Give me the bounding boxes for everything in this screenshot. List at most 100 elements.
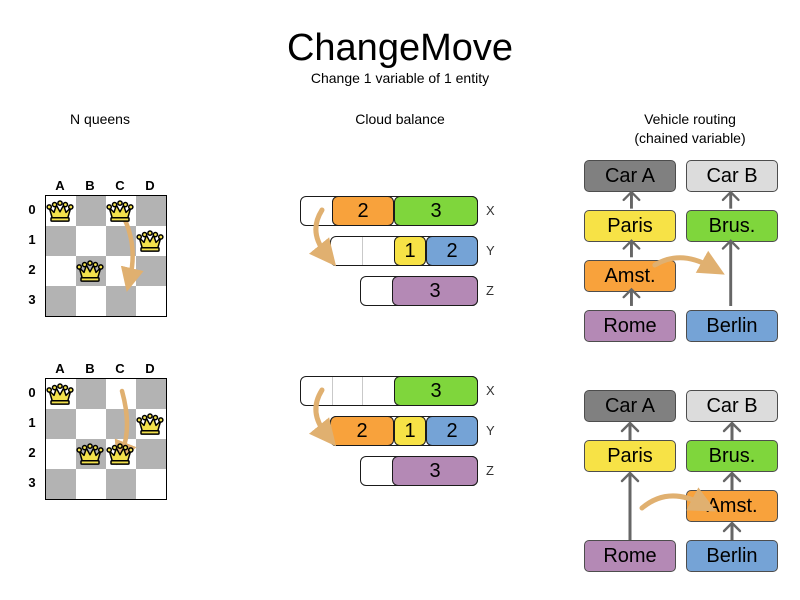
board-cell[interactable] [106, 379, 136, 409]
board-cell[interactable] [46, 439, 76, 469]
cloud-process-block[interactable]: 1 [394, 236, 426, 266]
vrp-node-label: Brus. [708, 445, 756, 467]
cloud-process-block[interactable]: 3 [392, 456, 478, 486]
vrp-node[interactable]: Car B [686, 160, 778, 192]
vrp-node-label: Car A [604, 395, 656, 417]
board-rank-label-1: 1 [28, 232, 36, 247]
vrp-heading-line1: Vehicle routing [644, 111, 736, 127]
board-cell[interactable] [106, 226, 136, 256]
vrp-node[interactable]: Rome [584, 540, 676, 572]
board-cell[interactable] [106, 256, 136, 286]
board-cell[interactable] [136, 439, 166, 469]
cloud-bar-divider [362, 237, 363, 265]
board-cell[interactable] [106, 286, 136, 316]
vrp-node[interactable]: Car B [686, 390, 778, 422]
board-cell[interactable] [136, 469, 166, 499]
board-cell[interactable] [46, 469, 76, 499]
board-rank-label-2: 2 [28, 262, 36, 277]
cloud-process-value: 2 [446, 420, 458, 442]
cloud-process-block[interactable]: 3 [392, 276, 478, 306]
vrp-node[interactable]: Rome [584, 310, 676, 342]
cloud-process-value: 1 [404, 240, 416, 262]
queen-piece[interactable] [135, 225, 165, 255]
vrp-node[interactable]: Car A [584, 390, 676, 422]
board-cell[interactable] [136, 379, 166, 409]
vrp-node-label: Car B [706, 165, 758, 187]
vrp-node-label: Berlin [706, 545, 758, 567]
board-cell[interactable] [106, 409, 136, 439]
vrp-node[interactable]: Brus. [686, 440, 778, 472]
cloud-computer-label: Z [486, 283, 494, 298]
cloud-process-block[interactable]: 2 [426, 416, 478, 446]
vrp-node[interactable]: Amst. [584, 260, 676, 292]
queen-icon [76, 260, 104, 282]
queen-icon [136, 230, 164, 252]
vrp-node[interactable]: Berlin [686, 540, 778, 572]
vrp-heading-line2: (chained variable) [634, 130, 746, 146]
cloud-bar-divider [362, 377, 363, 405]
cloud-computer-label: Y [486, 423, 495, 438]
board-file-label-c: C [115, 361, 125, 376]
cloud-process-block[interactable]: 2 [330, 416, 394, 446]
board-cell[interactable] [136, 256, 166, 286]
board-cell[interactable] [46, 256, 76, 286]
board-cell[interactable] [136, 286, 166, 316]
cloud-process-value: 3 [429, 280, 441, 302]
section-heading-vehicle-routing: Vehicle routing (chained variable) [580, 110, 800, 148]
vrp-node[interactable]: Berlin [686, 310, 778, 342]
vrp-node[interactable]: Paris [584, 210, 676, 242]
queen-piece[interactable] [45, 195, 75, 225]
cloud-process-block[interactable]: 3 [394, 196, 478, 226]
cloud-computer-label: Z [486, 463, 494, 478]
board-cell[interactable] [76, 409, 106, 439]
cloud-process-block[interactable]: 2 [426, 236, 478, 266]
vrp-node[interactable]: Car A [584, 160, 676, 192]
vrp-node[interactable]: Brus. [686, 210, 778, 242]
queen-piece[interactable] [75, 438, 105, 468]
queen-icon [46, 383, 74, 405]
vrp-node[interactable]: Amst. [686, 490, 778, 522]
vrp-node-label: Amst. [604, 265, 656, 287]
page-subtitle: Change 1 variable of 1 entity [310, 70, 490, 86]
cloud-process-block[interactable]: 2 [332, 196, 394, 226]
vrp-node-label: Paris [607, 215, 653, 237]
queen-icon [106, 443, 134, 465]
board-cell[interactable] [46, 409, 76, 439]
board-cell[interactable] [46, 286, 76, 316]
page-title: ChangeMove [286, 27, 514, 69]
board-cell[interactable] [76, 286, 106, 316]
board-file-label-a: A [55, 178, 65, 193]
cloud-process-value: 2 [357, 200, 369, 222]
board-cell[interactable] [76, 196, 106, 226]
vrp-node[interactable]: Paris [584, 440, 676, 472]
queen-piece[interactable] [135, 408, 165, 438]
queen-piece[interactable] [105, 195, 135, 225]
board-file-label-b: B [85, 361, 95, 376]
board-cell[interactable] [76, 469, 106, 499]
queen-piece[interactable] [105, 438, 135, 468]
board-cell[interactable] [46, 226, 76, 256]
board-cell[interactable] [136, 196, 166, 226]
queen-piece[interactable] [75, 255, 105, 285]
cloud-computer-label: Y [486, 243, 495, 258]
queen-icon [46, 200, 74, 222]
cloud-process-block[interactable]: 1 [394, 416, 426, 446]
queen-icon [76, 443, 104, 465]
cloud-process-value: 1 [404, 420, 416, 442]
board-rank-label-2: 2 [28, 445, 36, 460]
board-rank-label-3: 3 [28, 292, 36, 307]
queen-icon [106, 200, 134, 222]
vrp-node-label: Berlin [706, 315, 758, 337]
board-cell[interactable] [76, 379, 106, 409]
cloud-process-block[interactable]: 3 [394, 376, 478, 406]
board-cell[interactable] [106, 469, 136, 499]
vrp-node-label: Rome [603, 545, 657, 567]
queen-piece[interactable] [45, 378, 75, 408]
board-cell[interactable] [76, 226, 106, 256]
